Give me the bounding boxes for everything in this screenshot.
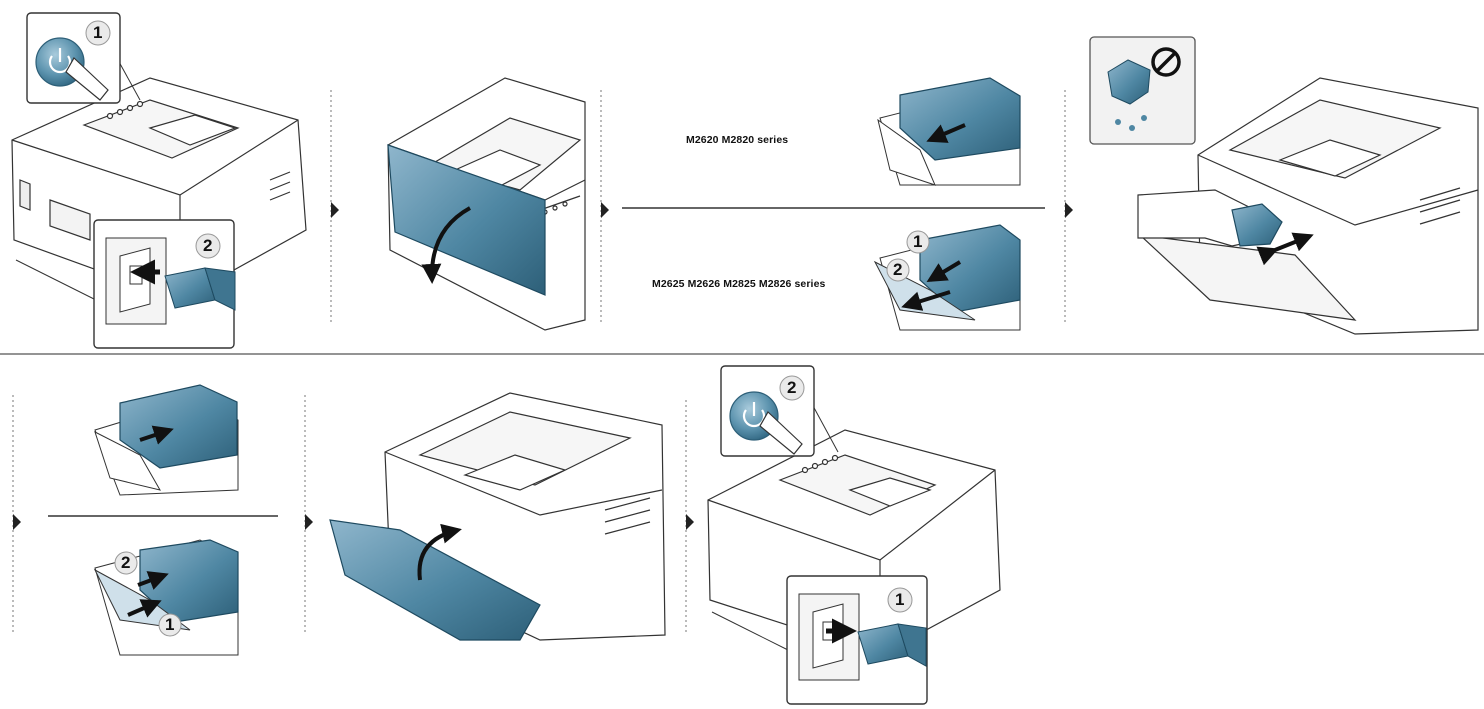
model-label-a: M2620 M2820 series [686, 134, 789, 146]
badge-step1-plug: 2 [203, 236, 213, 255]
curved-arrow [417, 523, 462, 581]
callout-line [711, 611, 789, 651]
badge-step7-power: 2 [787, 378, 797, 397]
badge-step1-power: 1 [93, 23, 103, 42]
badge-step3-a: 1 [913, 232, 923, 251]
step-arrows [13, 202, 1073, 530]
badge-step3-b: 2 [893, 260, 903, 279]
badge-step7-plug: 1 [895, 590, 905, 609]
step-3b-cartridge [873, 224, 1021, 331]
wet-cloth-icon [1107, 59, 1151, 105]
step-3a-cartridge [877, 77, 1021, 186]
front-cover [387, 144, 546, 296]
badge-step5-a: 2 [121, 553, 131, 572]
step-6-printer [384, 392, 666, 641]
callout-line [117, 59, 141, 101]
no-water-callout [1089, 36, 1196, 145]
step-4-printer [1138, 77, 1479, 335]
power-plug-callout [93, 219, 236, 349]
model-label-b: M2625 M2626 M2825 M2826 series [652, 278, 826, 290]
step-5b-cartridge [93, 539, 239, 656]
water-drop-icon [1115, 115, 1147, 131]
power-plug-icon [164, 267, 236, 311]
power-plug-icon [857, 623, 927, 667]
step-5a-cartridge [94, 384, 239, 496]
double-arrow [1256, 232, 1314, 266]
prohibited-icon [1151, 47, 1181, 77]
open-front-cover [329, 519, 541, 641]
curved-arrow [421, 206, 471, 284]
badge-step5-b: 1 [165, 615, 175, 634]
callout-line [15, 259, 97, 301]
power-plug-callout-2 [786, 575, 928, 705]
power-button-callout-2 [720, 365, 815, 457]
callout-line [811, 403, 839, 453]
power-button-callout [26, 12, 121, 104]
